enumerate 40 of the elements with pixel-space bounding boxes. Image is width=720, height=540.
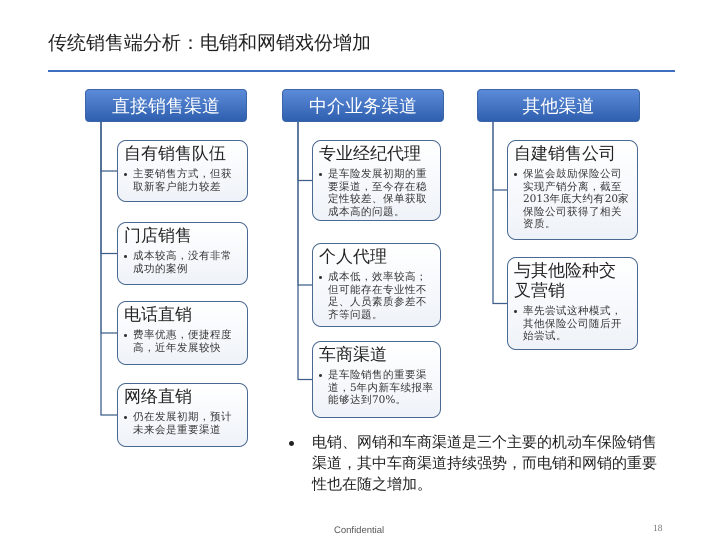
card-description: 率先尝试这种模式，其他保险公司随后开始尝试。 bbox=[523, 305, 623, 342]
channel-card bbox=[117, 301, 248, 365]
card-description: 仍在发展初期，预计未来会是重要渠道 bbox=[133, 411, 233, 436]
card-description: 成本较高，没有非常成功的案例 bbox=[133, 250, 233, 275]
header-text: 中介业务渠道 bbox=[309, 94, 417, 118]
slide-title: 传统销售端分析：电销和网销戏份增加 bbox=[48, 31, 371, 56]
header-text: 其他渠道 bbox=[522, 94, 594, 118]
connector-line bbox=[297, 122, 312, 380]
card-heading: 门店销售 bbox=[124, 226, 193, 246]
channel-card bbox=[117, 140, 248, 202]
channel-card bbox=[507, 257, 638, 350]
connector-line bbox=[492, 122, 507, 304]
card-heading: 自建销售公司 bbox=[514, 144, 617, 164]
channel-header bbox=[85, 89, 247, 122]
summary-note: 电销、网销和车商渠道是三个主要的机动车保险销售渠道，其中车商渠道持续强势，而电销和网销的重要性也在随之增加。 bbox=[312, 432, 658, 495]
card-description: 成本低，效率较高；但可能存在专业性不足、人员素质参差不齐等问题。 bbox=[328, 271, 428, 321]
channel-card bbox=[117, 383, 248, 447]
channel-card bbox=[312, 140, 441, 221]
channel-header bbox=[477, 89, 640, 122]
channel-card bbox=[312, 341, 441, 418]
card-heading: 个人代理 bbox=[319, 247, 388, 267]
card-heading: 专业经纪代理 bbox=[319, 144, 422, 164]
card-heading: 与其他险种交叉营销 bbox=[514, 261, 617, 301]
card-description: 费率优惠，便捷程度高，近年发展较快 bbox=[133, 329, 233, 354]
card-heading: 自有销售队伍 bbox=[124, 144, 227, 164]
channel-card bbox=[312, 243, 441, 327]
card-description: 主要销售方式，但获取新客户能力较差 bbox=[133, 168, 233, 193]
channel-card bbox=[117, 222, 248, 285]
card-heading: 车商渠道 bbox=[319, 345, 388, 365]
card-description: 是车险销售的重要渠道，5年内新车续报率能够达到70%。 bbox=[328, 369, 434, 406]
card-heading: 网络直销 bbox=[124, 387, 193, 407]
channel-card bbox=[507, 140, 638, 240]
page-number: 18 bbox=[653, 524, 662, 534]
channel-header bbox=[282, 89, 444, 122]
card-heading: 电话直销 bbox=[124, 305, 193, 325]
card-description: 保监会鼓励保险公司实现产销分离，截至2013年底大约有20家保险公司获得了相关资质。 bbox=[523, 168, 630, 230]
connector-line bbox=[100, 122, 117, 416]
header-text: 直接销售渠道 bbox=[112, 94, 220, 118]
footer-text: Confidential bbox=[334, 525, 384, 536]
card-description: 是车险发展初期的重要渠道，至今存在稳定性较差、保单获取成本高的问题。 bbox=[328, 168, 428, 218]
